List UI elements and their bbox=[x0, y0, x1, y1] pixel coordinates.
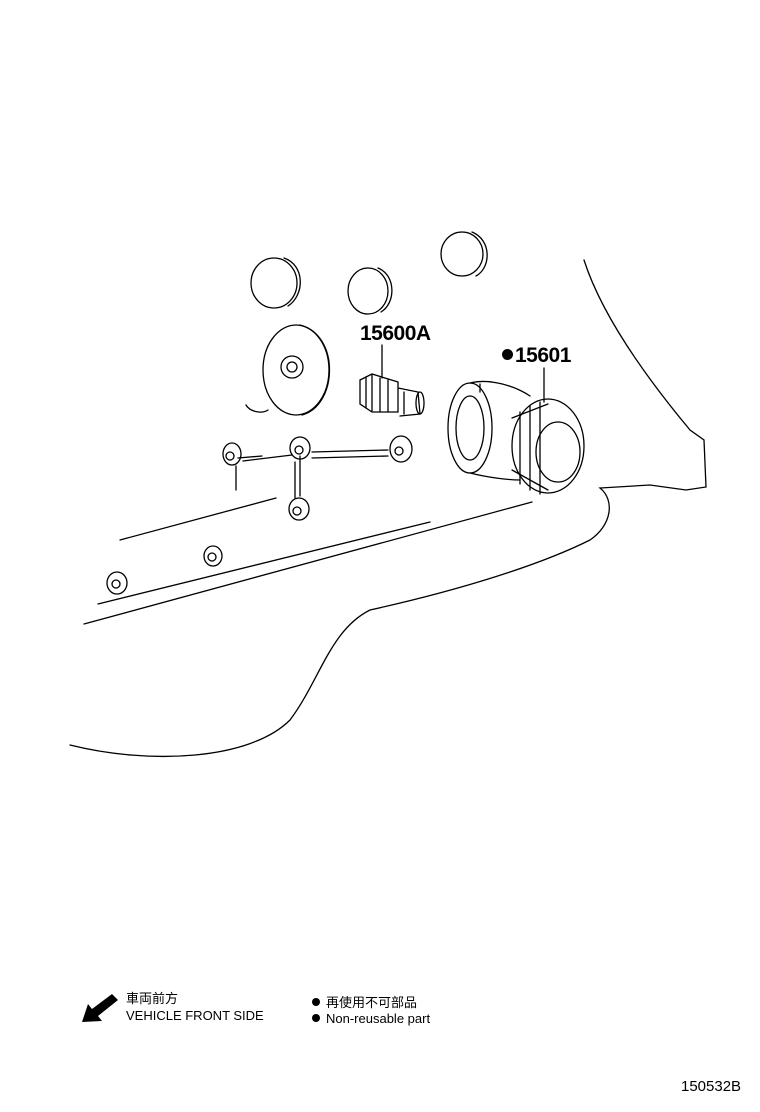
boss-upper-right bbox=[440, 231, 488, 277]
legend-nonreuse-en: Non-reusable part bbox=[312, 1011, 430, 1026]
pan-rail bbox=[97, 521, 431, 605]
pan-rail bbox=[83, 501, 533, 625]
bullet-dot-icon bbox=[312, 998, 320, 1006]
boss-upper-left bbox=[250, 257, 301, 309]
legend-nonreuse-jp: 再使用不可部品 bbox=[312, 992, 417, 1011]
bullet-dot-icon bbox=[312, 1014, 320, 1022]
callout-15600A: 15600A bbox=[360, 322, 431, 345]
legend-direction-jp: 車両前方 bbox=[126, 991, 179, 1006]
legend-direction-en: VEHICLE FRONT SIDE bbox=[126, 1008, 264, 1023]
oil-filter-union bbox=[359, 373, 425, 417]
boss-upper-middle bbox=[347, 267, 393, 315]
oil-filter bbox=[447, 380, 585, 495]
sensor-boss bbox=[245, 324, 330, 416]
bullet-dot-icon bbox=[502, 349, 513, 360]
bracket-assembly bbox=[106, 435, 413, 595]
front-arrow-icon bbox=[82, 994, 118, 1022]
pan-rail bbox=[119, 497, 277, 541]
callout-15601: 15601 bbox=[502, 344, 571, 368]
block-outline bbox=[69, 259, 707, 758]
reference-code: 150532B bbox=[681, 1078, 742, 1095]
